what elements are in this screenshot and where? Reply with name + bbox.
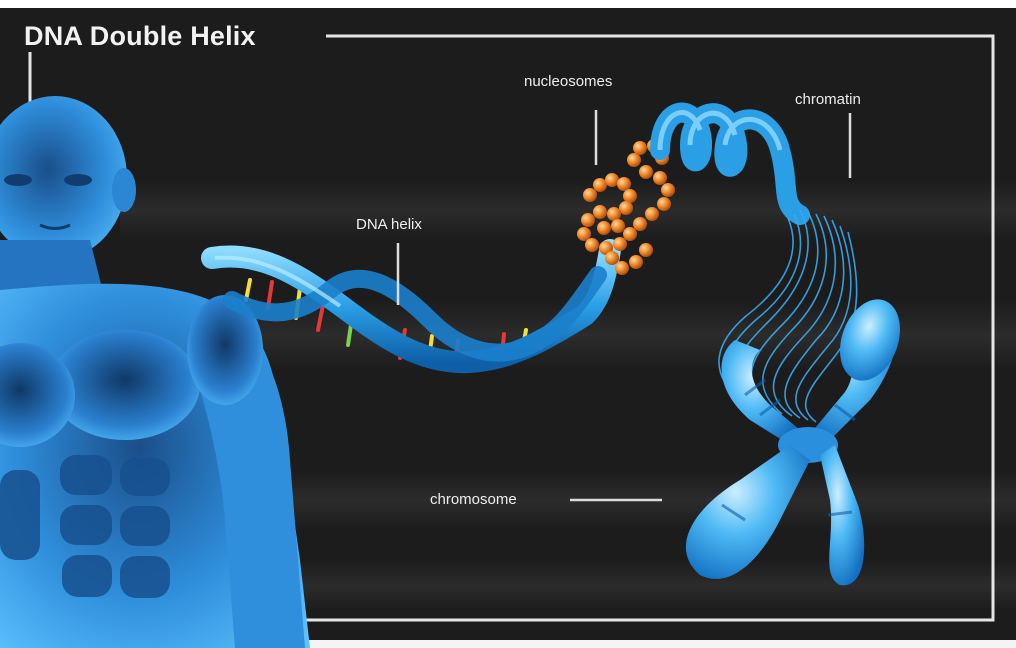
chromatin-label: chromatin <box>795 91 861 108</box>
top-white-strip <box>0 0 1016 8</box>
diagram-title: DNA Double Helix <box>24 21 256 51</box>
chromosome-label: chromosome <box>430 491 517 508</box>
dna-helix-label: DNA helix <box>356 216 422 233</box>
nucleosomes-label: nucleosomes <box>524 73 612 90</box>
